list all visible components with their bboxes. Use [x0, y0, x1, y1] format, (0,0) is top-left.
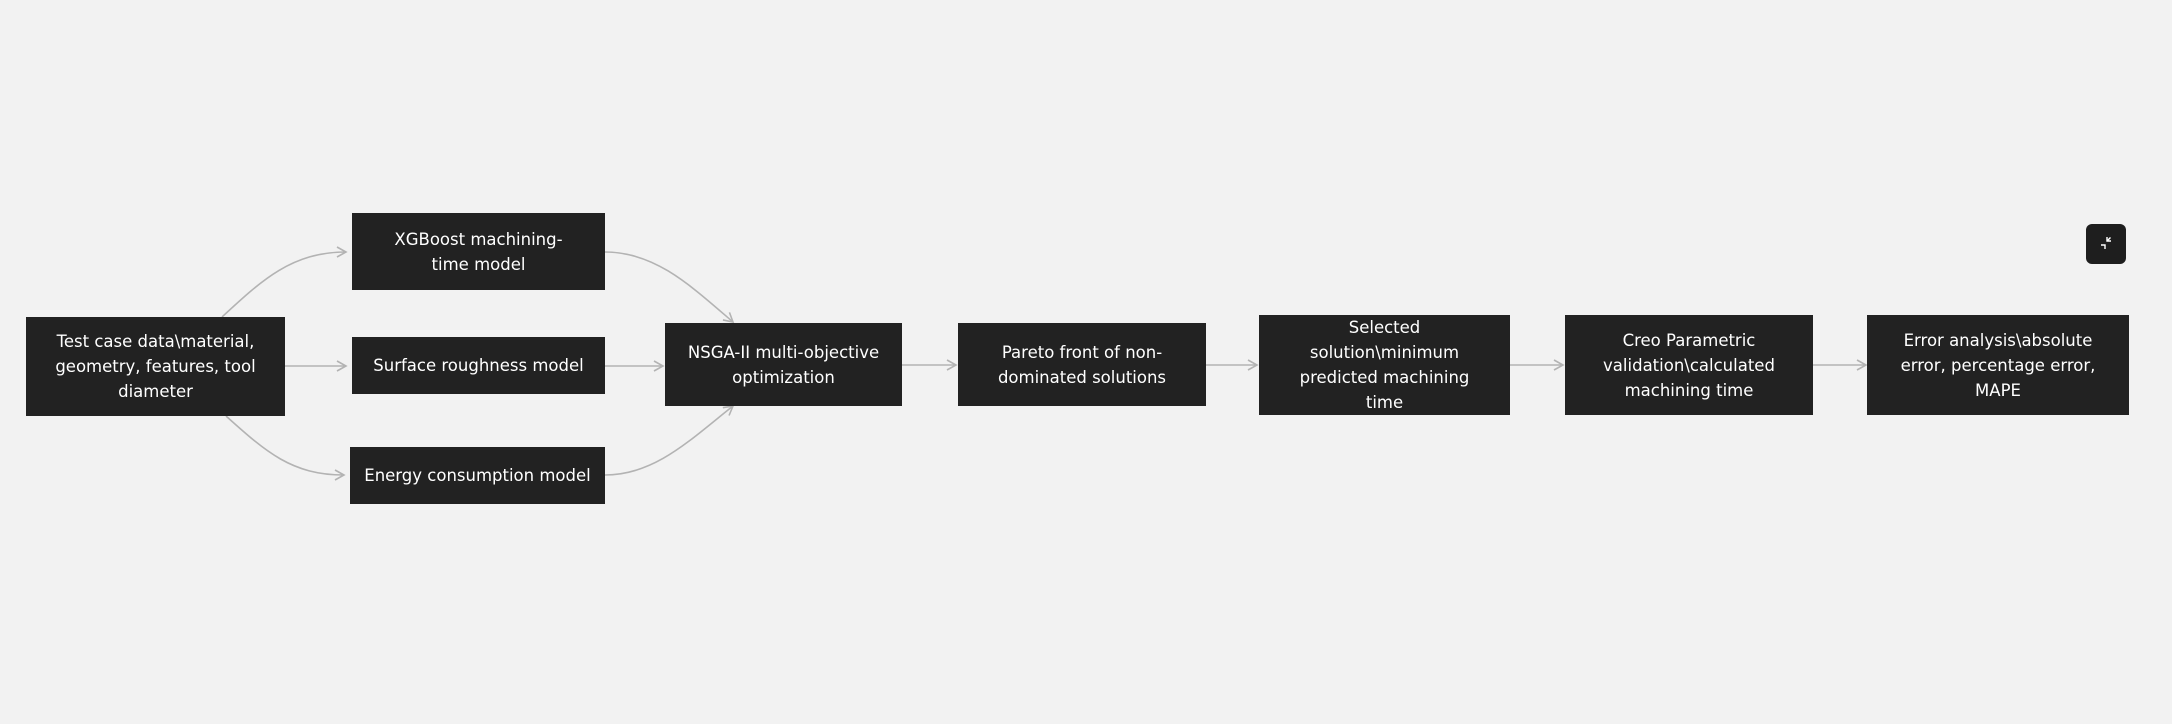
node-pareto-front[interactable]: Pareto front of non-dominated solutions: [958, 323, 1206, 406]
edge-xgboost-to-nsga: [604, 251, 735, 324]
node-energy-consumption-model-label: Energy consumption model: [364, 466, 591, 485]
node-nsga-optimization[interactable]: NSGA-II multi-objective optimization: [665, 323, 902, 406]
edge-test-to-xgboost: [221, 246, 348, 318]
node-selected-solution-label: Selected solution\minimum predicted mach…: [1299, 318, 1470, 412]
node-energy-consumption-model[interactable]: Energy consumption model: [350, 447, 605, 504]
node-surface-roughness-model-label: Surface roughness model: [373, 356, 584, 375]
minimize-icon: [2101, 237, 2111, 249]
node-nsga-optimization-label: NSGA-II multi-objective optimization: [687, 342, 880, 387]
node-test-case[interactable]: Test case data\material, geometry, featu…: [26, 317, 285, 416]
node-xgboost-model-label: XGBoost machining-time model: [394, 229, 563, 274]
node-xgboost-model[interactable]: XGBoost machining-time model: [352, 213, 605, 290]
edge-test-to-energy: [225, 415, 346, 481]
minimize-button[interactable]: [2086, 224, 2126, 264]
node-error-analysis-label: Error analysis\absolute error, percentag…: [1900, 330, 2096, 400]
node-pareto-front-label: Pareto front of non-dominated solutions: [997, 342, 1167, 387]
node-creo-validation-label: Creo Parametric validation\calculated ma…: [1603, 330, 1775, 400]
node-test-case-label: Test case data\material, geometry, featu…: [55, 332, 256, 401]
node-selected-solution[interactable]: Selected solution\minimum predicted mach…: [1259, 315, 1510, 415]
node-creo-validation[interactable]: Creo Parametric validation\calculated ma…: [1565, 315, 1813, 415]
edge-energy-to-nsga: [604, 404, 735, 476]
node-surface-roughness-model[interactable]: Surface roughness model: [352, 337, 605, 394]
node-error-analysis[interactable]: Error analysis\absolute error, percentag…: [1867, 315, 2129, 415]
